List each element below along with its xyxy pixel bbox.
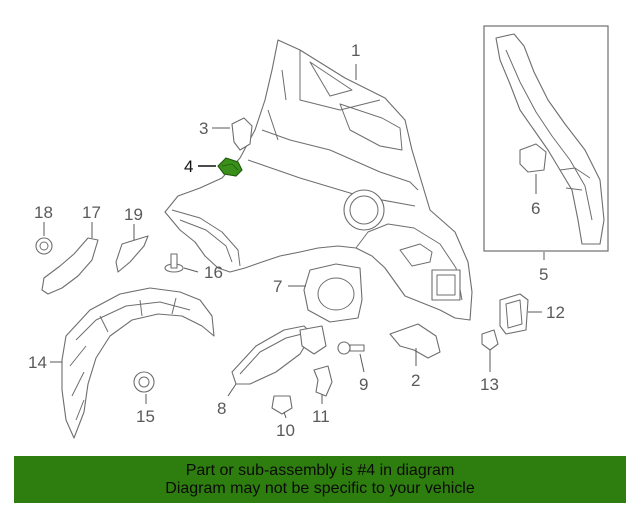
highlighted-clip-part[interactable] xyxy=(217,157,243,177)
callout-1: 1 xyxy=(351,41,360,60)
callout-7: 7 xyxy=(273,277,282,296)
callout-14: 14 xyxy=(28,353,47,372)
hinge-part[interactable] xyxy=(389,323,441,359)
inner-panel-part[interactable] xyxy=(495,33,605,245)
leader-16 xyxy=(183,267,199,273)
callout-5: 5 xyxy=(539,265,548,284)
callout-6: 6 xyxy=(531,199,540,218)
callout-2: 2 xyxy=(411,371,420,390)
callout-16: 16 xyxy=(204,263,223,282)
grommet-part[interactable] xyxy=(35,237,53,255)
callout-8: 8 xyxy=(217,399,226,418)
callout-13: 13 xyxy=(480,375,499,394)
side-clip-part[interactable] xyxy=(115,235,149,273)
callout-10: 10 xyxy=(276,421,295,440)
callout-12: 12 xyxy=(546,303,565,322)
fender-liner-part[interactable] xyxy=(61,287,215,439)
retainer-clip-part[interactable] xyxy=(481,329,499,351)
parts-diagram: 1 2 3 4 5 6 7 8 9 10 11 12 13 14 15 16 1… xyxy=(28,25,609,440)
callout-18: 18 xyxy=(34,203,53,222)
info-banner: Part or sub-assembly is #4 in diagram Di… xyxy=(14,456,626,503)
door-bumper-part[interactable] xyxy=(271,395,293,415)
fuel-housing-part[interactable] xyxy=(303,263,363,323)
callout-4: 4 xyxy=(184,157,193,176)
callout-17: 17 xyxy=(82,203,101,222)
lamp-socket-part[interactable] xyxy=(499,293,529,335)
banner-line-2: Diagram may not be specific to your vehi… xyxy=(165,479,475,497)
fuel-door-part[interactable] xyxy=(231,325,327,385)
callout-15: 15 xyxy=(136,407,155,426)
callout-3: 3 xyxy=(199,119,208,138)
nut-part[interactable] xyxy=(133,371,155,393)
banner-line-1: Part or sub-assembly is #4 in diagram xyxy=(185,461,455,479)
quarter-panel-part[interactable] xyxy=(164,39,473,321)
mud-bracket-part[interactable] xyxy=(41,237,99,295)
leader-9 xyxy=(359,353,365,373)
callout-19: 19 xyxy=(124,205,143,224)
leader-8 xyxy=(227,383,237,397)
push-pin-part[interactable] xyxy=(164,253,184,273)
callout-9: 9 xyxy=(359,375,368,394)
callout-11: 11 xyxy=(312,407,330,426)
bolt-part[interactable] xyxy=(337,341,365,355)
leader-10 xyxy=(283,411,287,419)
bracket-part[interactable] xyxy=(231,117,253,151)
spring-part[interactable] xyxy=(313,365,333,397)
